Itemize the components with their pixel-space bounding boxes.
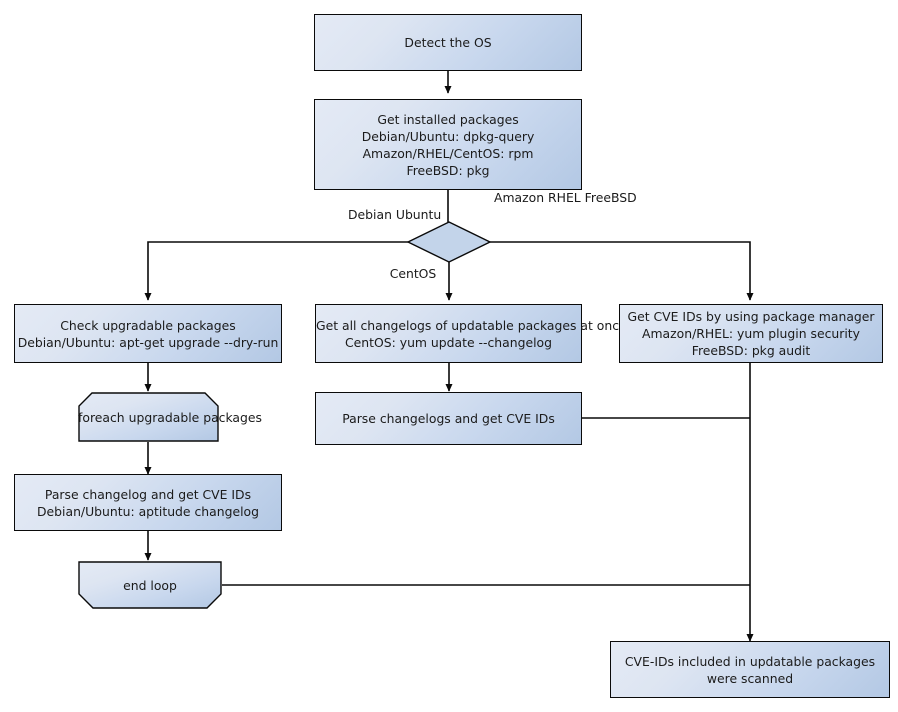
node-get-cve-line2: Amazon/RHEL: yum plugin security [642,326,860,341]
node-get-installed-line1: Get installed packages [377,111,519,127]
node-final-result[interactable]: CVE-IDs included in updatable packages w… [610,641,890,698]
node-detect-os-label: Detect the OS [404,35,492,50]
edge-label-right-line3: FreeBSD [584,190,637,205]
node-detect-os[interactable]: Detect the OS [314,14,582,71]
node-get-all-changelogs-line1: Get all changelogs of updatable packages… [316,317,627,333]
node-get-installed-line4: FreeBSD: pkg [406,162,490,178]
node-get-cve-line3: FreeBSD: pkg audit [691,343,811,358]
edge-label-left-line1: Debian [348,207,392,222]
node-end-loop[interactable]: end loop [78,561,222,609]
node-get-installed-line2: Debian/Ubuntu: dpkg-query [361,128,535,144]
edge-decision-left [144,241,408,301]
node-parse-changelog-single-line1: Parse changelog and get CVE IDs [44,486,252,502]
edge-label-center-branch: CentOS [381,265,445,282]
edge-label-left-line2: Ubuntu [395,207,442,222]
node-get-cve-ids-package-manager[interactable]: Get CVE IDs by using package manager Ama… [619,304,883,363]
node-get-all-changelogs-line2: CentOS: yum update --changelog [345,334,552,350]
node-get-all-changelogs[interactable]: Get all changelogs of updatable packages… [315,304,627,363]
node-parse-changelog-single[interactable]: Parse changelog and get CVE IDs Debian/U… [14,474,282,531]
edge-label-center-line1: CentOS [389,266,437,281]
node-check-upgradable-line2: Debian/Ubuntu: apt-get upgrade --dry-run [17,334,279,350]
node-foreach-line2: upgradable packages [128,409,262,425]
node-end-loop-label: end loop [123,577,177,593]
node-parse-changelogs-multi[interactable]: Parse changelogs and get CVE IDs [315,392,582,445]
decision-diamond-shape [406,221,492,263]
node-get-installed-packages[interactable]: Get installed packages Debian/Ubuntu: dp… [314,99,582,190]
node-parse-changelogs-multi-label: Parse changelogs and get CVE IDs [342,411,555,426]
node-get-cve-line1: Get CVE IDs by using package manager [627,309,875,324]
loop-end-shape [78,561,222,609]
node-check-upgradable-line1: Check upgradable packages [60,317,236,333]
node-parse-changelog-single-line2: Debian/Ubuntu: aptitude changelog [37,503,259,519]
node-foreach-upgradable-packages[interactable]: foreach upgradable packages [78,392,262,442]
edge-decision-right [490,241,754,301]
node-final-line2: were scanned [706,670,794,686]
node-check-upgradable-packages[interactable]: Check upgradable packages Debian/Ubuntu:… [14,304,282,363]
edge-label-left-branch: Debian Ubuntu [348,206,441,223]
node-final-line1: CVE-IDs included in updatable packages [624,653,876,669]
node-get-installed-line3: Amazon/RHEL/CentOS: rpm [362,145,534,161]
edge-label-right-line1: Amazon [494,190,545,205]
edge-label-right-branch: Amazon RHEL FreeBSD [494,189,637,206]
edge-label-right-line2: RHEL [548,190,581,205]
node-foreach-line1: foreach [78,409,125,425]
loop-start-shape [78,392,219,442]
node-os-decision[interactable] [406,221,492,263]
